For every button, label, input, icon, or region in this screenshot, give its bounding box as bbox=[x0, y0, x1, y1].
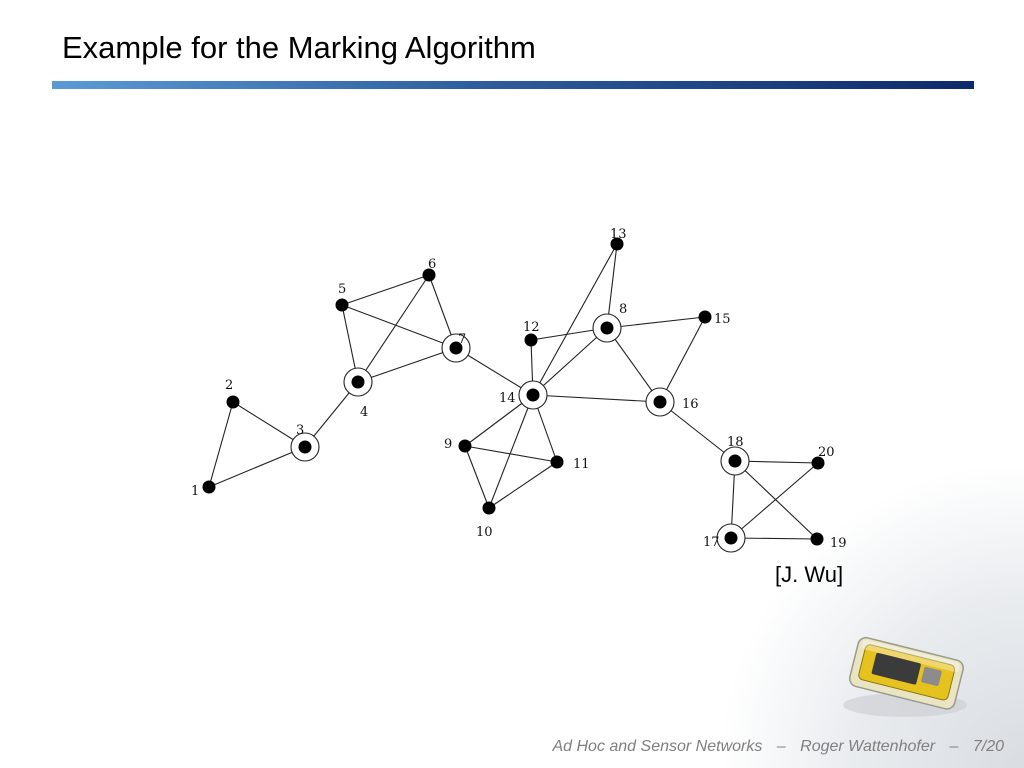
edge-15-16 bbox=[659, 316, 706, 403]
edge-14-13 bbox=[532, 243, 618, 396]
node-13 bbox=[610, 237, 624, 251]
edge-10-11 bbox=[488, 461, 558, 509]
footer-page-number: 7/20 bbox=[972, 738, 1004, 755]
slide-title: Example for the Marking Algorithm bbox=[62, 30, 536, 65]
edge-14-8 bbox=[532, 327, 608, 396]
node-label-17: 17 bbox=[703, 535, 720, 550]
citation: [J. Wu] bbox=[775, 562, 844, 587]
node-label-20: 20 bbox=[818, 445, 835, 460]
node-2 bbox=[226, 395, 240, 409]
node-5 bbox=[335, 298, 349, 312]
edge-14-10 bbox=[488, 394, 534, 509]
node-20 bbox=[811, 456, 825, 470]
footer: Ad Hoc and Sensor Networks – Roger Watte… bbox=[552, 738, 1004, 756]
edge-9-10 bbox=[464, 445, 490, 509]
node-4 bbox=[351, 375, 365, 389]
node-1 bbox=[202, 480, 216, 494]
node-9 bbox=[458, 439, 472, 453]
edge-7-14 bbox=[455, 347, 534, 396]
edge-4-6 bbox=[357, 274, 430, 383]
edge-17-20 bbox=[730, 462, 819, 539]
node-label-6: 6 bbox=[428, 257, 436, 272]
node-label-16: 16 bbox=[682, 397, 699, 412]
node-6 bbox=[422, 268, 436, 282]
node-label-7: 7 bbox=[458, 332, 466, 347]
node-label-2: 2 bbox=[225, 378, 233, 393]
node-label-15: 15 bbox=[714, 312, 731, 327]
node-16 bbox=[653, 395, 667, 409]
edge-18-19 bbox=[734, 460, 818, 540]
edge-16-18 bbox=[659, 401, 736, 462]
node-label-14: 14 bbox=[499, 391, 516, 406]
node-label-9: 9 bbox=[444, 437, 452, 452]
background-shade bbox=[724, 468, 1024, 768]
node-label-10: 10 bbox=[476, 525, 493, 540]
node-15 bbox=[698, 310, 712, 324]
node-17 bbox=[724, 531, 738, 545]
node-label-3: 3 bbox=[296, 423, 304, 438]
edge-4-7 bbox=[357, 347, 457, 383]
node-label-8: 8 bbox=[619, 302, 627, 317]
edge-1-3 bbox=[208, 446, 306, 488]
node-12 bbox=[524, 333, 538, 347]
node-7 bbox=[449, 341, 463, 355]
node-label-1: 1 bbox=[191, 484, 199, 499]
node-label-4: 4 bbox=[360, 405, 368, 420]
node-label-5: 5 bbox=[338, 282, 346, 297]
node-18 bbox=[728, 454, 742, 468]
node-label-11: 11 bbox=[573, 457, 590, 472]
edge-1-2 bbox=[208, 401, 234, 488]
footer-author: Roger Wattenhofer bbox=[800, 738, 936, 755]
edge-8-16 bbox=[606, 327, 661, 403]
footer-separator: – bbox=[776, 738, 786, 755]
node-14 bbox=[526, 388, 540, 402]
edge-14-16 bbox=[532, 394, 661, 403]
footer-separator: – bbox=[949, 738, 959, 755]
edge-9-11 bbox=[464, 445, 558, 463]
edge-5-6 bbox=[341, 274, 430, 306]
node-label-19: 19 bbox=[830, 536, 847, 551]
node-11 bbox=[550, 455, 564, 469]
node-label-12: 12 bbox=[523, 320, 540, 335]
edge-5-7 bbox=[341, 304, 457, 349]
footer-course: Ad Hoc and Sensor Networks bbox=[552, 738, 763, 755]
title-rule bbox=[52, 81, 974, 89]
node-label-18: 18 bbox=[727, 435, 744, 450]
node-8 bbox=[600, 321, 614, 335]
node-label-13: 13 bbox=[610, 227, 627, 242]
node-10 bbox=[482, 501, 496, 515]
edge-8-15 bbox=[606, 316, 706, 329]
node-19 bbox=[810, 532, 824, 546]
node-3 bbox=[298, 440, 312, 454]
